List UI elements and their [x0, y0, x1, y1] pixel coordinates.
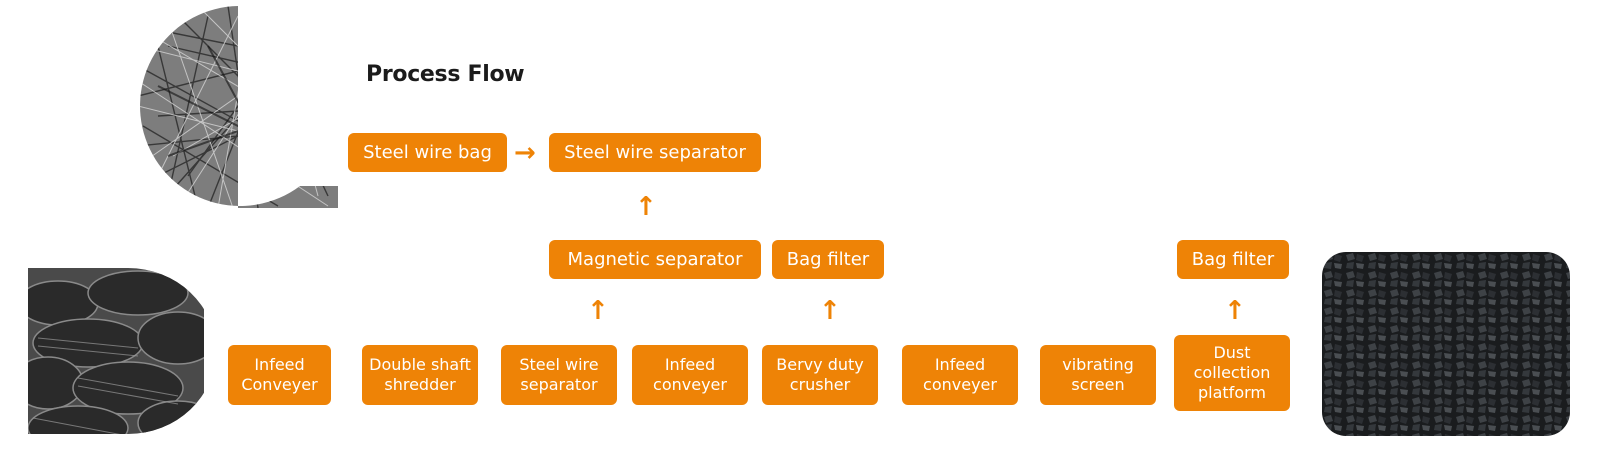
- arrow-up-icon: ↑: [819, 296, 841, 326]
- infeed-conveyer-box: Infeed Conveyer: [228, 345, 331, 405]
- page-title: Process Flow: [366, 62, 525, 87]
- arrow-up-icon: ↑: [635, 192, 657, 222]
- arrow-up-icon: ↑: [1224, 296, 1246, 326]
- double-shaft-shredder-box: Double shaft shredder: [362, 345, 478, 405]
- steel-wire-separator-top-box: Steel wire separator: [549, 133, 761, 172]
- bag-filter-box-1: Bag filter: [772, 240, 884, 279]
- infeed-conveyer-box-3: Infeed conveyer: [902, 345, 1018, 405]
- arrow-right-icon: →: [514, 138, 536, 168]
- heavy-duty-crusher-box: Bervy duty crusher: [762, 345, 878, 405]
- magnetic-separator-box: Magnetic separator: [549, 240, 761, 279]
- infeed-conveyer-box-2: Infeed conveyer: [632, 345, 748, 405]
- dust-collection-platform-box: Dust collection platform: [1174, 335, 1290, 411]
- arrow-up-icon: ↑: [587, 296, 609, 326]
- rubber-granules-photo: [1322, 252, 1570, 436]
- tire-pile-photo: [28, 268, 204, 434]
- vibrating-screen-box: vibrating screen: [1040, 345, 1156, 405]
- bag-filter-box-2: Bag filter: [1177, 240, 1289, 279]
- steel-wire-separator-box: Steel wire separator: [501, 345, 617, 405]
- steel-wire-photo: [138, 6, 338, 208]
- steel-wire-bag-box: Steel wire bag: [348, 133, 507, 172]
